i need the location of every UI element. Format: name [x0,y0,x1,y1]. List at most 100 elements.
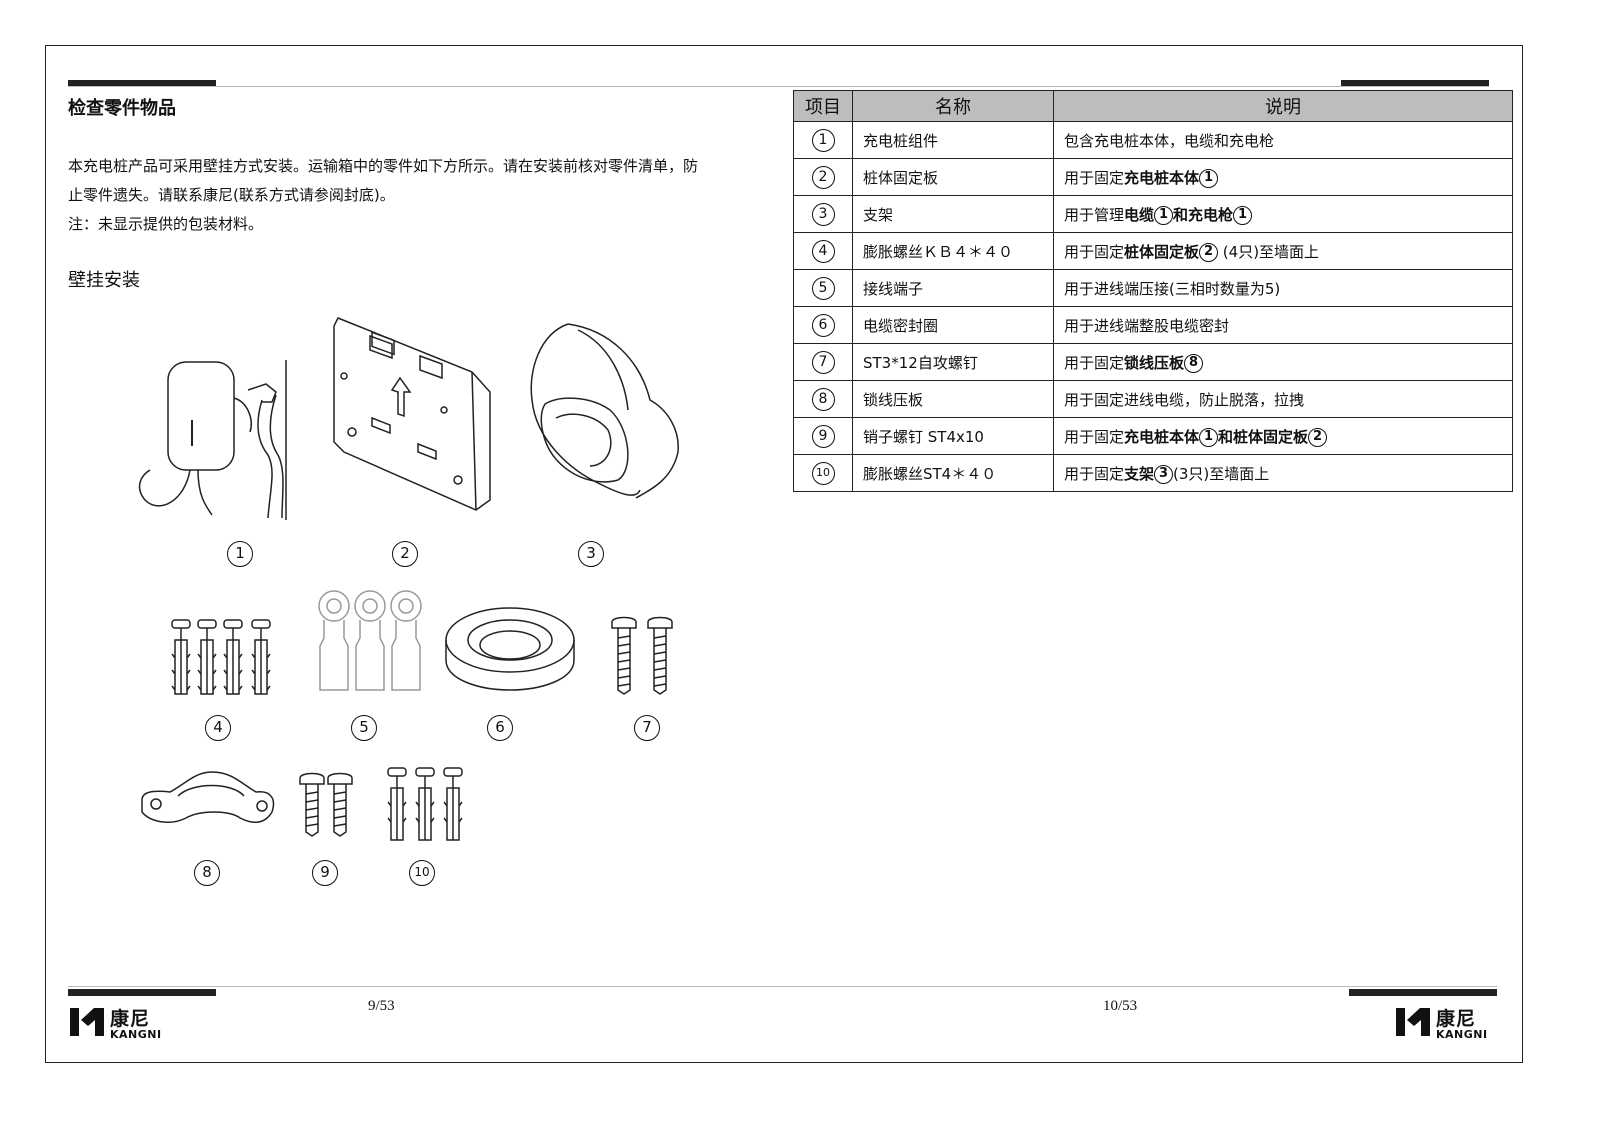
item-number-cell: 8 [793,380,853,418]
mounting-plate-drawing [333,317,491,511]
description-bold-text: 锁线压板 [1124,353,1185,372]
header-rule-left [68,80,216,87]
item-reference: 8 [1184,353,1204,373]
section-subtitle: 壁挂安装 [68,270,140,291]
header-description: 说明 [1053,90,1513,122]
kangni-logo-left: 康尼 KANGNI [70,1004,170,1041]
item-number: 9 [811,424,835,448]
item-reference: 1 [1154,205,1174,225]
figure-label-10: 10 [409,860,435,886]
footer-rule-left [68,989,216,996]
cable-grommet-drawing [445,607,575,691]
description-text: 包含充电桩本体，电缆和充电枪 [1064,131,1275,150]
terminals-drawing [318,590,422,691]
description-bold-text: 和 [1173,205,1189,224]
item-name: ST3*12自攻螺钉 [852,343,1054,381]
item-name: 锁线压板 [852,380,1054,418]
item-description: 包含充电桩本体，电缆和充电枪 [1053,121,1513,159]
kangni-mark-icon [1396,1008,1430,1036]
page-frame [45,45,1523,1063]
item-number: 8 [811,387,835,411]
figure-label-8: 8 [194,860,220,886]
item-number-cell: 3 [793,195,853,233]
cable-clamp-drawing [141,771,275,824]
kangni-mark-icon [70,1008,104,1036]
logo-english: KANGNI [110,1028,162,1041]
header-rule-right [1341,80,1489,87]
item-description: 用于固定进线电缆，防止脱落，拉拽 [1053,380,1513,418]
description-text: 用于进线端整股电缆密封 [1064,316,1230,335]
item-number-cell: 5 [793,269,853,307]
item-number-cell: 1 [793,121,853,159]
footer-rule-right [1349,989,1497,996]
description-text: 用于固定 [1064,464,1125,483]
description-text: (3只)至墙面上 [1173,464,1270,483]
description-bold-text: 充电桩本体 [1124,168,1200,187]
description-bold-text: 桩体固定板 [1233,427,1309,446]
page-number-left: 9/53 [368,998,395,1014]
description-bold-text: 充电枪 [1188,205,1234,224]
figure-label-1: 1 [227,541,253,567]
item-name: 膨胀螺丝ST4＊４０ [852,454,1054,492]
header-thin-rule [68,86,1489,87]
figure-label-5: 5 [351,715,377,741]
item-description: 用于进线端压接(三相时数量为5) [1053,269,1513,307]
kangni-logo-right: 康尼 KANGNI [1396,1004,1496,1041]
table-row: 5 接线端子用于进线端压接(三相时数量为5) [793,269,1513,307]
item-reference: 2 [1199,242,1219,262]
item-name: 膨胀螺丝ＫＢ４＊４０ [852,232,1054,270]
item-number: 7 [811,350,835,374]
description-text: 用于固定 [1064,427,1125,446]
item-reference: 1 [1199,427,1219,447]
table-row: 8 锁线压板用于固定进线电缆，防止脱落，拉拽 [793,380,1513,418]
st4-anchors-drawing [387,767,463,841]
page-title: 检查零件物品 [68,98,176,119]
item-number: 6 [811,313,835,337]
description-text: 用于固定 [1064,242,1125,261]
figure-label-6: 6 [487,715,513,741]
expansion-anchors-drawing [171,619,271,695]
item-number-cell: 9 [793,417,853,455]
description-text: 用于固定 [1064,168,1125,187]
description-bold-text: 桩体固定板 [1124,242,1200,261]
item-reference: 1 [1233,205,1253,225]
item-number: 5 [811,276,835,300]
figure-label-2: 2 [392,541,418,567]
parts-illustration [138,317,679,841]
description-text: 用于固定 [1064,353,1125,372]
intro-line-2: 止零件遗失。请联系康尼(联系方式请参阅封底)。 [68,186,395,204]
item-number: 1 [811,128,835,152]
self-tapping-screws-drawing [611,616,673,695]
figure-label-9: 9 [312,860,338,886]
item-name: 桩体固定板 [852,158,1054,196]
pin-screws-drawing [299,772,353,837]
item-number: 3 [811,202,835,226]
description-bold-text: 充电桩本体 [1124,427,1200,446]
item-name: 销子螺钉 ST4x10 [852,417,1054,455]
item-number-cell: 2 [793,158,853,196]
item-name: 接线端子 [852,269,1054,307]
item-number-cell: 10 [793,454,853,492]
figure-label-3: 3 [578,541,604,567]
item-name: 充电桩组件 [852,121,1054,159]
item-number-cell: 6 [793,306,853,344]
description-text: 用于进线端压接(三相时数量为5) [1064,279,1281,298]
item-number-cell: 4 [793,232,853,270]
page-number-right: 10/53 [1103,998,1138,1014]
item-reference: 1 [1199,168,1219,188]
intro-line-1: 本充电桩产品可采用壁挂方式安装。运输箱中的零件如下方所示。请在安装前核对零件清单… [68,157,699,175]
description-text: (4只)至墙面上 [1218,242,1320,261]
